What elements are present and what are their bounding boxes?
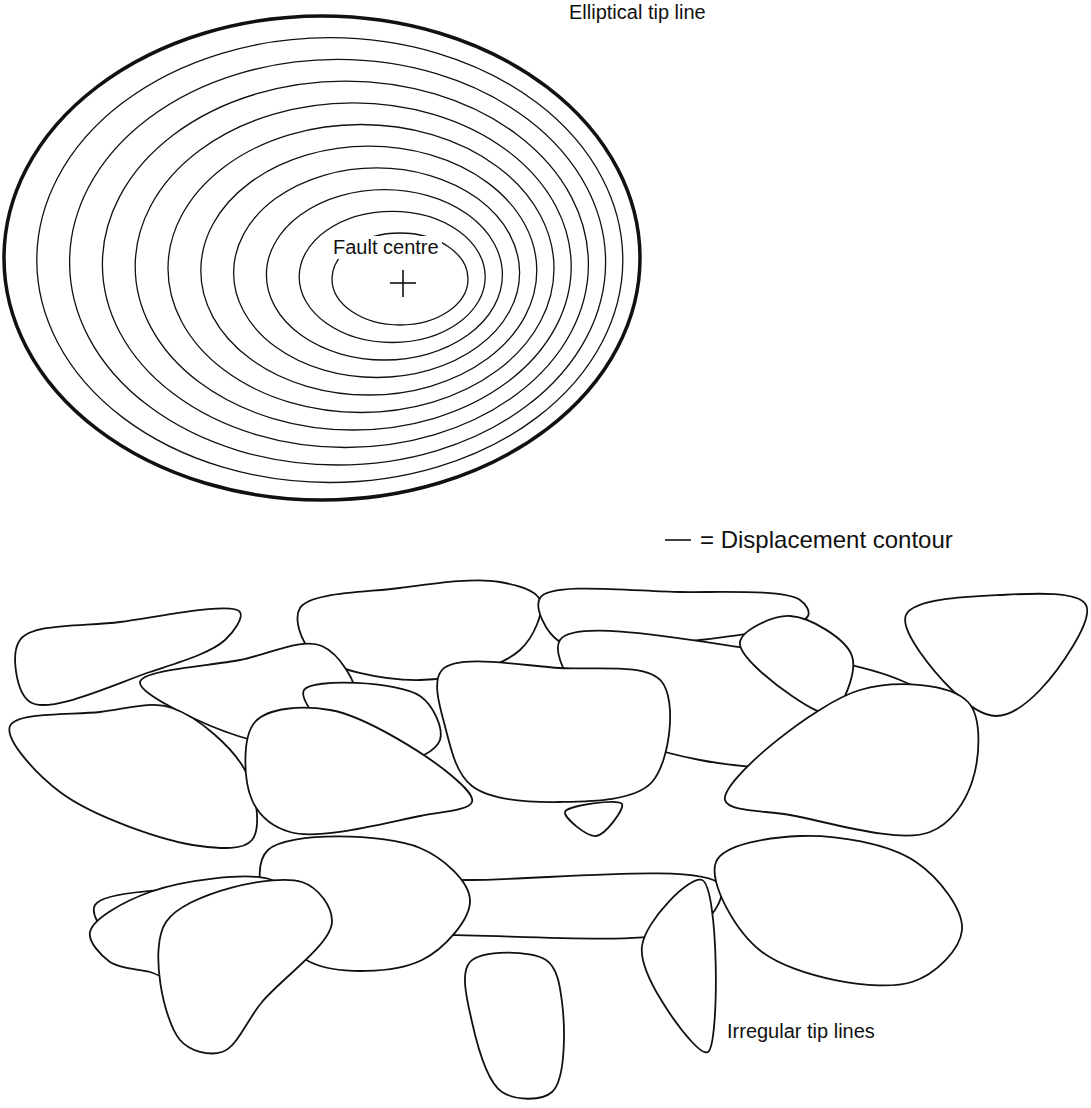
displacement-contour bbox=[168, 125, 554, 413]
fault-centre-cross bbox=[390, 270, 416, 297]
irregular-tip-line bbox=[158, 880, 332, 1054]
displacement-contour bbox=[201, 146, 537, 395]
elliptical-tip-line bbox=[4, 16, 640, 500]
irregular-tip-line bbox=[740, 616, 853, 713]
displacement-contour bbox=[135, 103, 571, 430]
displacement-contour bbox=[266, 190, 502, 360]
displacement-contour bbox=[234, 168, 520, 378]
displacement-contours bbox=[37, 38, 623, 483]
legend-entry: = Displacement contour bbox=[664, 526, 955, 554]
displacement-contour bbox=[299, 211, 485, 342]
figure-label: Irregular tip lines bbox=[724, 1020, 878, 1043]
irregular-tip-line bbox=[715, 836, 963, 986]
irregular-tip-line bbox=[725, 684, 979, 835]
figure-label: Fault centre bbox=[330, 236, 442, 259]
displacement-contour bbox=[37, 38, 623, 483]
irregular-tip-line bbox=[437, 661, 670, 802]
displacement-contour bbox=[70, 59, 606, 465]
irregular-tip-line bbox=[565, 802, 622, 836]
irregular-tip-line bbox=[245, 708, 472, 835]
irregular-tip-line bbox=[465, 953, 564, 1099]
displacement-contour bbox=[102, 81, 588, 447]
irregular-tip-line bbox=[9, 705, 257, 848]
irregular-tip-lines bbox=[9, 580, 1087, 1098]
legend-label: = Displacement contour bbox=[698, 526, 955, 554]
irregular-tip-line bbox=[642, 880, 716, 1053]
figure-label: Elliptical tip line bbox=[566, 1, 709, 24]
legend-line-sample bbox=[664, 535, 694, 545]
